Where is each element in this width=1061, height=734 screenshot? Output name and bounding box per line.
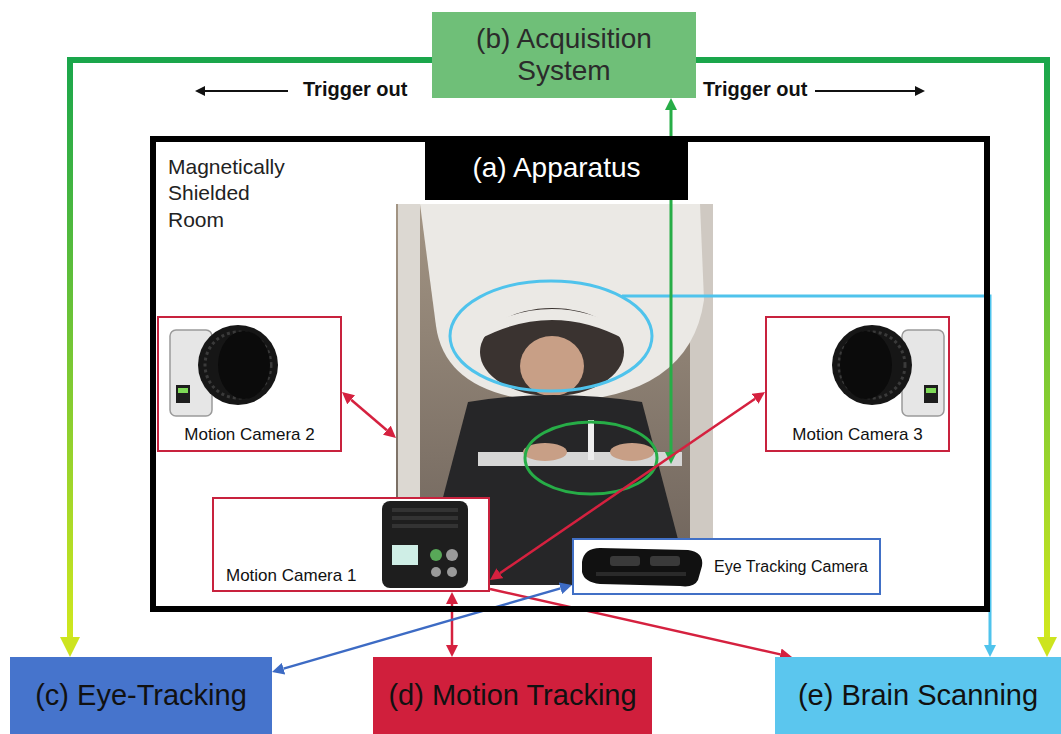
eye-tracker-icon xyxy=(650,556,680,566)
camera-icon xyxy=(170,325,278,416)
signal-label: Trigger out xyxy=(300,78,410,101)
apparatus-photo xyxy=(610,443,654,461)
region-ellipse xyxy=(525,422,657,494)
room-region: Magnetically Shielded Room (a) ApparatusM… xyxy=(150,136,990,612)
node-label: (e) Brain Scanning xyxy=(798,679,1038,712)
signal-line xyxy=(205,91,990,645)
camera-box: Eye Tracking Camera xyxy=(572,538,881,595)
camera-icon xyxy=(832,325,944,416)
node-label: Motion Camera 3 xyxy=(792,425,922,445)
camera-icon xyxy=(840,331,892,399)
connector-arrow xyxy=(490,589,780,654)
camera-icon xyxy=(832,325,912,405)
apparatus-photo xyxy=(588,420,594,460)
camera-icon xyxy=(392,516,458,520)
camera-icon xyxy=(926,388,936,393)
camera-icon xyxy=(924,385,938,403)
camera-icon xyxy=(382,501,468,588)
connector-group xyxy=(70,60,1047,669)
camera-icon xyxy=(392,524,458,528)
node-label: (c) Eye-Tracking xyxy=(35,679,247,712)
region-ellipse xyxy=(450,281,652,391)
camera-icon xyxy=(392,545,418,565)
camera-icon xyxy=(198,325,278,405)
connector-arrow xyxy=(351,400,387,430)
system-box: (b) Acquisition System xyxy=(432,12,696,98)
node-label: Motion Camera 1 xyxy=(226,566,356,586)
eye-tracker-icon xyxy=(596,572,686,576)
eye-tracker-icon xyxy=(582,548,702,586)
camera-box: Motion Camera 3 xyxy=(765,316,950,452)
camera-icon xyxy=(447,567,457,577)
camera-icon xyxy=(205,332,271,398)
module-box: (e) Brain Scanning xyxy=(775,657,1061,734)
signal-line xyxy=(815,90,915,92)
connector-arrow xyxy=(70,60,432,637)
node-label: Eye Tracking Camera xyxy=(714,558,868,576)
signal-line xyxy=(622,296,990,645)
camera-icon xyxy=(446,549,458,561)
node-label: (a) Apparatus xyxy=(425,136,688,200)
signal-label: Trigger out xyxy=(700,78,810,101)
apparatus-panel: (a) Apparatus xyxy=(396,136,713,585)
camera-icon xyxy=(392,508,458,512)
camera-icon xyxy=(382,501,468,588)
node-label: Motion Camera 2 xyxy=(184,425,314,445)
apparatus-photo xyxy=(478,309,626,340)
apparatus-photo xyxy=(520,336,584,396)
camera-icon xyxy=(430,549,442,561)
camera-icon xyxy=(431,567,441,577)
node-label: (b) Acquisition System xyxy=(444,23,684,87)
node-label: (d) Motion Tracking xyxy=(388,679,636,712)
connector-arrow xyxy=(696,60,1047,637)
eye-tracker-icon xyxy=(582,548,702,586)
signal-line xyxy=(205,90,288,92)
camera-icon xyxy=(176,385,190,403)
region-ellipse xyxy=(450,281,657,494)
box-ground xyxy=(212,497,490,592)
node-label: Magnetically Shielded Room xyxy=(168,154,298,233)
camera-box: Motion Camera 1 xyxy=(212,497,490,592)
camera-icon xyxy=(839,332,905,398)
box-ground xyxy=(572,538,882,595)
eye-tracker-icon xyxy=(610,556,640,566)
camera-icon xyxy=(178,388,188,393)
apparatus-photo xyxy=(420,204,704,402)
box-ground xyxy=(212,497,882,595)
connector-arrow xyxy=(500,399,755,573)
camera-icon xyxy=(218,331,270,399)
module-box: (d) Motion Tracking xyxy=(373,657,652,734)
module-box: (c) Eye-Tracking xyxy=(10,657,272,734)
camera-box: Motion Camera 2 xyxy=(157,316,342,452)
